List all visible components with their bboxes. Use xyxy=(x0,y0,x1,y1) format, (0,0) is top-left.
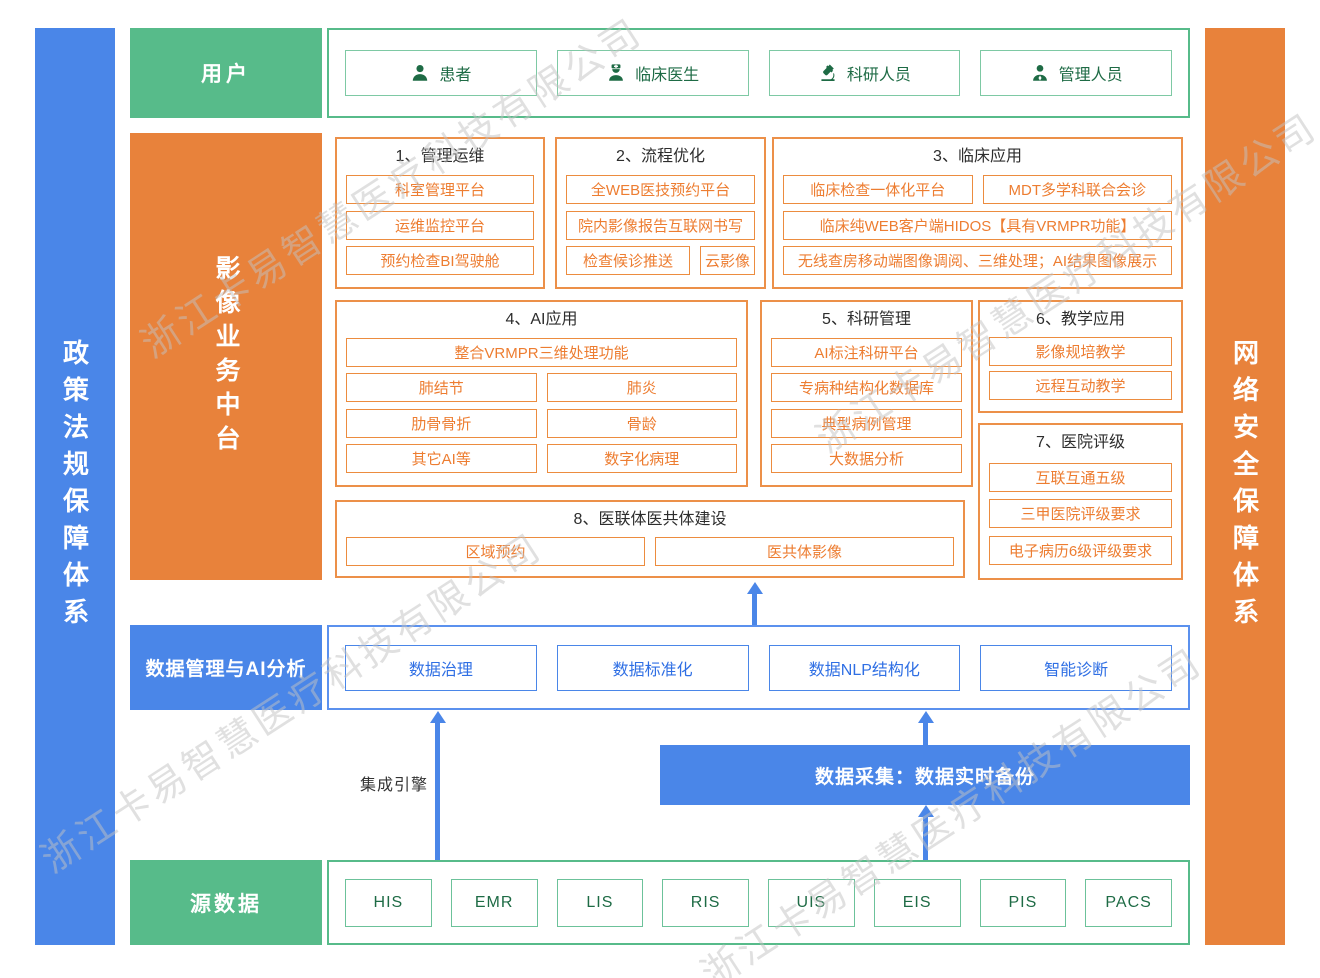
module-box: 院内影像报告互联网书写 xyxy=(566,210,755,240)
module-box: 数字化病理 xyxy=(546,443,737,473)
users-row: 患者 临床医生 科研人员 管理人员 xyxy=(327,28,1190,118)
user-box-label: 管理人员 xyxy=(1058,67,1123,84)
module-box: 骨龄 xyxy=(546,408,737,438)
source-row-label: 源数据 xyxy=(130,860,322,945)
system-box-ris: RIS xyxy=(662,878,749,927)
module-box: 电子病历6级评级要求 xyxy=(989,535,1172,565)
arrow-line xyxy=(923,817,928,860)
network-security-bar: 网络安全保障体系 xyxy=(1205,28,1285,945)
up-arrow-icon xyxy=(918,805,934,817)
system-box-pacs: PACS xyxy=(1085,878,1172,927)
up-arrow-icon xyxy=(747,582,763,594)
group-clinical-application: 3、临床应用 临床检查一体化平台 MDT多学科联合会诊 临床纯WEB客户端HID… xyxy=(772,137,1183,289)
group-ai-application: 4、AI应用 整合VRMPR三维处理功能 肺结节 肺炎 肋骨骨折 骨龄 其它AI… xyxy=(335,300,748,487)
analysis-box-nlp: 数据NLP结构化 xyxy=(768,644,961,691)
module-box: 云影像 xyxy=(699,245,755,275)
group-process-optimization: 2、流程优化 全WEB医技预约平台 院内影像报告互联网书写 检查候诊推送 云影像 xyxy=(555,137,766,289)
module-box: 运维监控平台 xyxy=(346,210,534,240)
system-box-his: HIS xyxy=(345,878,432,927)
user-box-clinician: 临床医生 xyxy=(556,50,749,96)
module-box: 科室管理平台 xyxy=(346,175,534,205)
group-title: 5、科研管理 xyxy=(822,311,911,328)
policy-regulation-bar: 政策法规保障体系 xyxy=(35,28,115,945)
system-box-lis: LIS xyxy=(556,878,644,927)
analysis-box-diagnosis: 智能诊断 xyxy=(980,644,1172,691)
group-title: 8、医联体医共体建设 xyxy=(573,511,727,528)
module-box: 远程互动教学 xyxy=(989,371,1172,400)
analysis-row-label: 数据管理与AI分析 xyxy=(130,625,322,710)
module-box: AI标注科研平台 xyxy=(771,338,962,368)
module-box: 检查候诊推送 xyxy=(566,245,690,275)
group-teaching-application: 6、教学应用 影像规培教学 远程互动教学 xyxy=(978,300,1183,413)
group-title: 2、流程优化 xyxy=(616,148,705,165)
group-title: 6、教学应用 xyxy=(1036,311,1125,328)
module-box: 三甲医院评级要求 xyxy=(989,499,1172,528)
module-box: 无线查房移动端图像调阅、三维处理；AI结果图像展示 xyxy=(783,245,1172,275)
user-box-label: 临床医生 xyxy=(635,67,700,84)
user-box-researcher: 科研人员 xyxy=(768,50,961,96)
arrow-line xyxy=(435,723,440,860)
module-box: 区域预约 xyxy=(346,536,645,566)
user-box-label: 科研人员 xyxy=(846,67,911,84)
module-box: 影像规培教学 xyxy=(989,337,1172,366)
group-medical-alliance: 8、医联体医共体建设 区域预约 医共体影像 xyxy=(335,500,965,578)
module-box: 大数据分析 xyxy=(771,443,962,473)
imaging-platform-label: 影像业务中台 xyxy=(130,133,322,580)
manager-icon xyxy=(1030,63,1050,83)
patient-icon xyxy=(410,63,430,83)
group-research-management: 5、科研管理 AI标注科研平台 专病种结构化数据库 典型病例管理 大数据分析 xyxy=(760,300,973,487)
imaging-platform-band: 1、管理运维 科室管理平台 运维监控平台 预约检查BI驾驶舱 2、流程优化 全W… xyxy=(327,133,1190,580)
module-box: 互联互通五级 xyxy=(989,462,1172,492)
microscope-icon xyxy=(818,63,838,83)
analysis-box-standardization: 数据标准化 xyxy=(556,644,749,691)
group-management-ops: 1、管理运维 科室管理平台 运维监控平台 预约检查BI驾驶舱 xyxy=(335,137,545,289)
data-collection-box: 数据采集：数据实时备份 xyxy=(660,745,1190,805)
users-row-label: 用户 xyxy=(130,28,322,118)
doctor-icon xyxy=(606,63,626,83)
group-title: 1、管理运维 xyxy=(395,148,485,165)
module-box: 典型病例管理 xyxy=(771,408,962,438)
analysis-row: 数据治理 数据标准化 数据NLP结构化 智能诊断 xyxy=(327,625,1190,710)
user-box-manager: 管理人员 xyxy=(980,50,1172,96)
module-box: 肺结节 xyxy=(346,373,537,403)
arrow-line xyxy=(752,594,757,625)
group-hospital-rating: 7、医院评级 互联互通五级 三甲医院评级要求 电子病历6级评级要求 xyxy=(978,423,1183,580)
module-box: 专病种结构化数据库 xyxy=(771,373,962,403)
module-box: 全WEB医技预约平台 xyxy=(566,175,755,205)
integration-engine-label: 集成引擎 xyxy=(359,777,428,794)
module-box: 肋骨骨折 xyxy=(346,408,537,438)
arrow-line xyxy=(923,723,928,745)
module-box: 肺炎 xyxy=(546,373,737,403)
module-box: 预约检查BI驾驶舱 xyxy=(346,245,534,275)
system-box-emr: EMR xyxy=(450,878,538,927)
up-arrow-icon xyxy=(430,711,446,723)
system-box-pis: PIS xyxy=(979,878,1067,927)
user-box-label: 患者 xyxy=(439,67,472,84)
module-box: 整合VRMPR三维处理功能 xyxy=(346,338,737,368)
group-title: 7、医院评级 xyxy=(1036,434,1125,451)
module-box: 临床检查一体化平台 xyxy=(783,175,973,205)
system-box-uis: UIS xyxy=(768,878,855,927)
module-box: 其它AI等 xyxy=(346,443,537,473)
source-row: HIS EMR LIS RIS UIS EIS PIS PACS xyxy=(327,860,1190,945)
user-box-patient: 患者 xyxy=(345,50,537,96)
system-box-eis: EIS xyxy=(873,878,961,927)
analysis-box-governance: 数据治理 xyxy=(345,644,537,691)
module-box: MDT多学科联合会诊 xyxy=(982,175,1172,205)
up-arrow-icon xyxy=(918,711,934,723)
group-title: 3、临床应用 xyxy=(933,148,1022,165)
module-box: 临床纯WEB客户端HIDOS【具有VRMPR功能】 xyxy=(783,210,1172,240)
group-title: 4、AI应用 xyxy=(505,311,578,328)
module-box: 医共体影像 xyxy=(655,536,954,566)
